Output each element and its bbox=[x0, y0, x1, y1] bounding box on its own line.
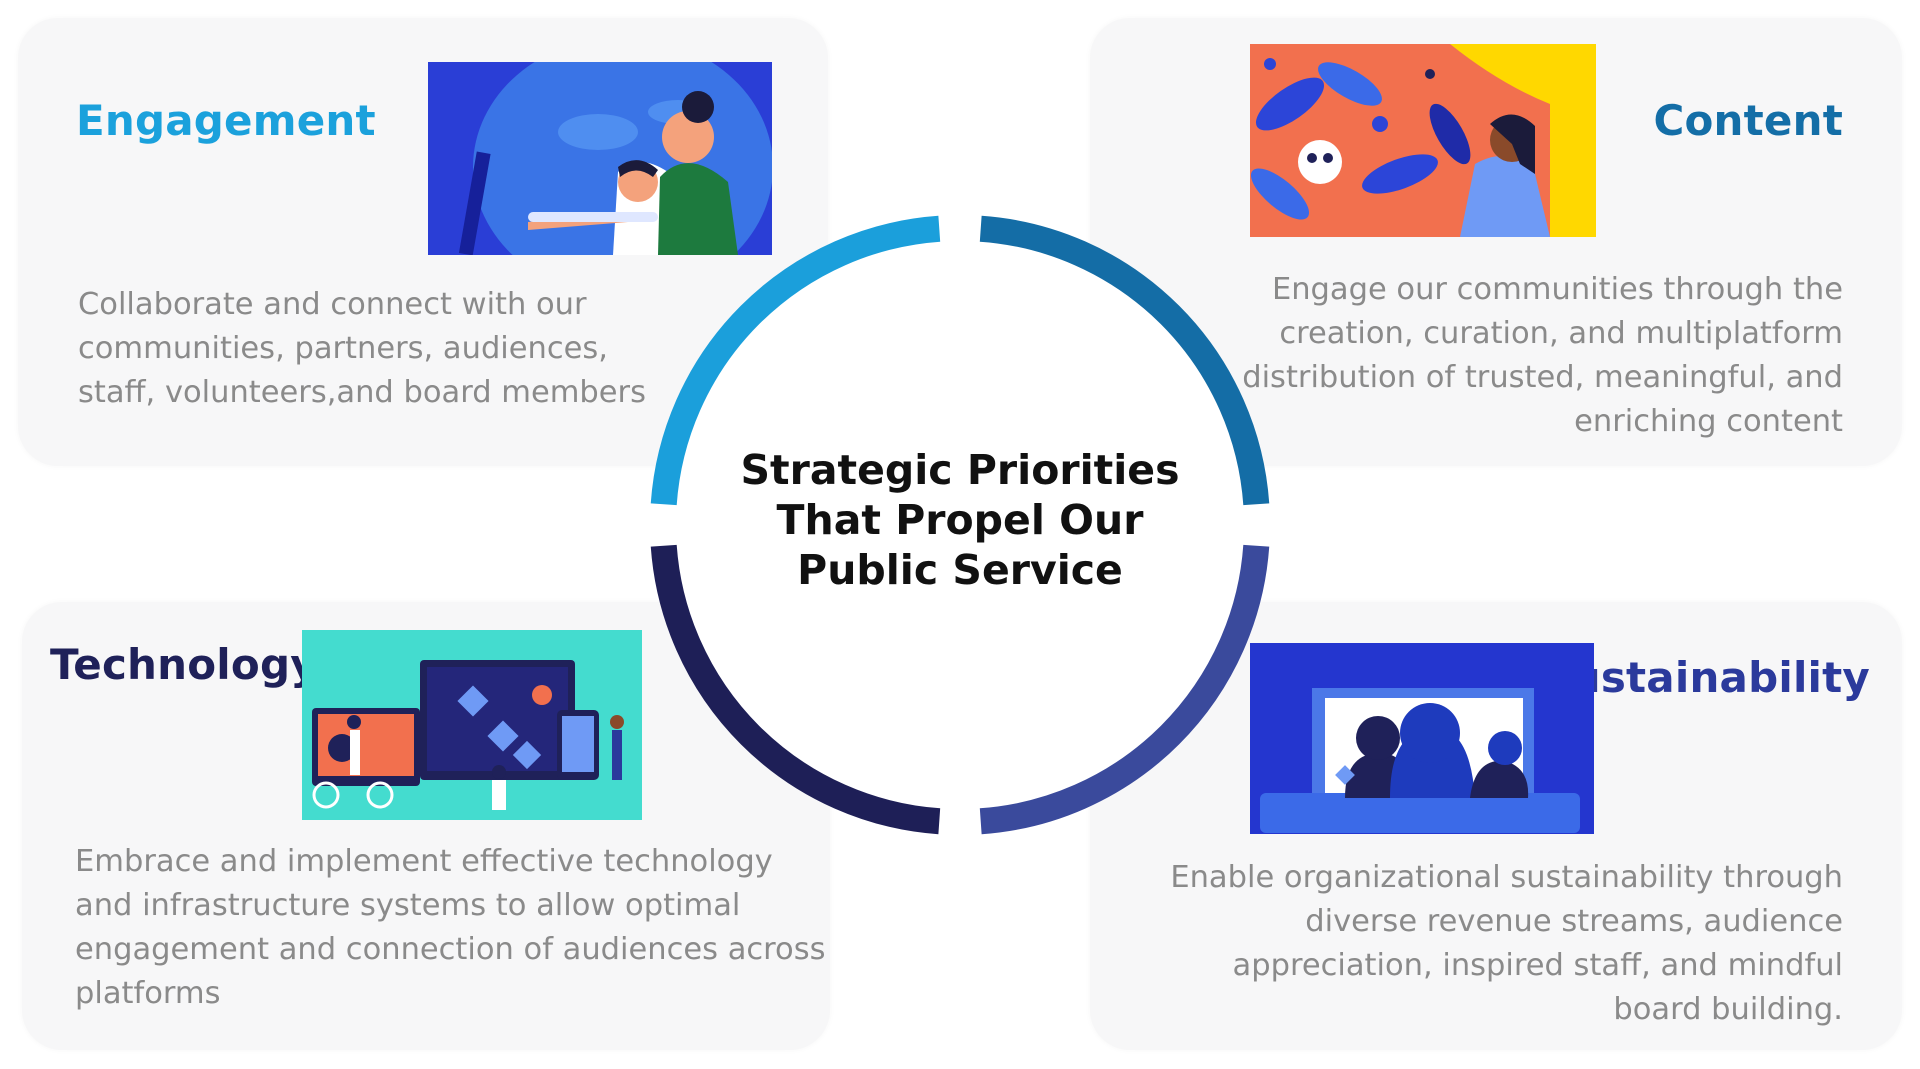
content-description-line-1: Engage our communities through the bbox=[1271, 272, 1843, 307]
technology-title: Technology bbox=[50, 640, 318, 689]
ring-segment-content bbox=[979, 215, 1270, 506]
center-title-line-3: Public Service bbox=[797, 546, 1123, 594]
content-description-line-3: distribution of trusted, meaningful, and bbox=[1242, 360, 1843, 395]
content-description: Engage our communities through the creat… bbox=[1123, 268, 1843, 444]
engagement-title: Engagement bbox=[76, 96, 376, 145]
center-title-line-2: That Propel Our bbox=[776, 496, 1144, 544]
ring-segment-engagement bbox=[650, 215, 941, 506]
engagement-description-line-2: communities, partners, audiences, bbox=[78, 331, 608, 366]
technology-description: Embrace and implement effective technolo… bbox=[75, 840, 835, 1016]
sustainability-description-line-2: diverse revenue streams, audience bbox=[1305, 904, 1843, 939]
technology-description-line-2: and infrastructure systems to allow opti… bbox=[75, 888, 741, 923]
devices-space-illustration-icon bbox=[302, 630, 642, 820]
engagement-description: Collaborate and connect with our communi… bbox=[78, 283, 818, 415]
center-title-line-1: Strategic Priorities bbox=[740, 446, 1180, 494]
engagement-description-line-1: Collaborate and connect with our bbox=[78, 287, 587, 322]
sustainability-title: Sustainability bbox=[1540, 653, 1870, 702]
sustainability-description-line-1: Enable organizational sustainability thr… bbox=[1170, 860, 1843, 895]
ring-segment-technology bbox=[650, 544, 941, 835]
jungle-reader-illustration-icon bbox=[1250, 44, 1596, 237]
content-description-line-4: enriching content bbox=[1574, 404, 1843, 439]
mother-child-screen-illustration-icon bbox=[428, 62, 772, 255]
engagement-description-line-3: staff, volunteers,and board members bbox=[78, 375, 646, 410]
technology-description-line-3: engagement and connection of audiences a… bbox=[75, 932, 826, 967]
content-title: Content bbox=[1653, 96, 1843, 145]
ring-segment-sustainability bbox=[979, 544, 1270, 835]
technology-description-line-4: platforms bbox=[75, 976, 221, 1011]
sustainability-description: Enable organizational sustainability thr… bbox=[1103, 856, 1843, 1032]
sustainability-description-line-4: board building. bbox=[1613, 992, 1843, 1027]
priority-ring bbox=[650, 215, 1270, 835]
technology-description-line-1: Embrace and implement effective technolo… bbox=[75, 844, 773, 879]
center-title: Strategic Priorities That Propel Our Pub… bbox=[700, 445, 1220, 595]
audience-watching-screen-illustration-icon bbox=[1250, 643, 1594, 834]
content-description-line-2: creation, curation, and multiplatform bbox=[1279, 316, 1843, 351]
sustainability-description-line-3: appreciation, inspired staff, and mindfu… bbox=[1232, 948, 1843, 983]
